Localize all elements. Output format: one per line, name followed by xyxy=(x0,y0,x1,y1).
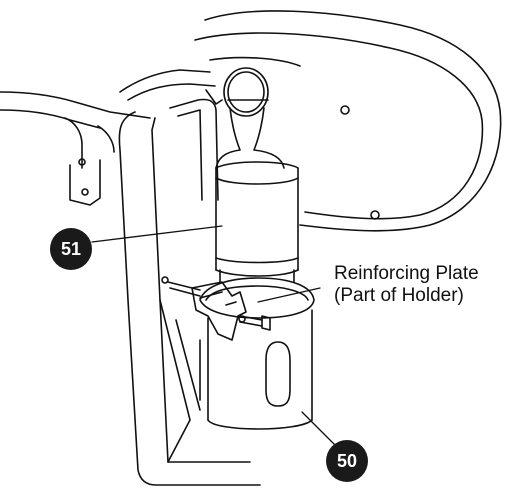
leader-lines xyxy=(91,225,339,449)
part-51-canister xyxy=(215,67,299,283)
armrest-bar xyxy=(0,69,223,206)
reinforcing-plate-label-line1: Reinforcing Plate xyxy=(334,263,479,284)
reinforcing-plate-label-line2: (Part of Holder) xyxy=(334,285,464,306)
reinforcing-plate-label: Reinforcing Plate (Part of Holder) xyxy=(334,263,479,307)
side-frame xyxy=(118,98,261,486)
part-50-holder xyxy=(167,277,315,430)
callout-badge-50: 50 xyxy=(326,440,368,482)
callout-badge-51: 51 xyxy=(50,228,92,270)
seat-back-outline xyxy=(194,10,502,232)
